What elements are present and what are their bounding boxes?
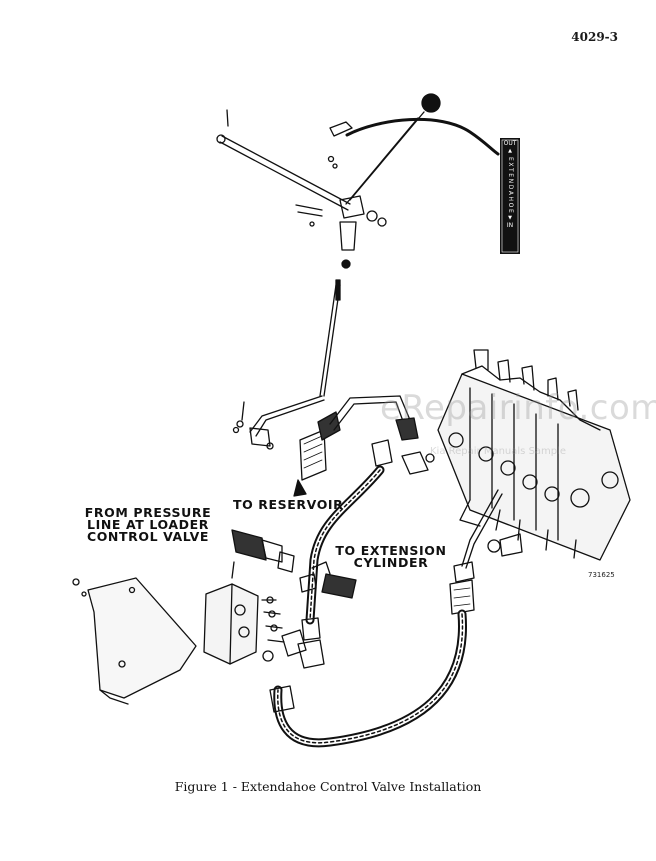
lever-rod-cable	[345, 117, 500, 156]
reservoir-tube	[329, 395, 411, 431]
pressure-line-fitting	[231, 529, 267, 561]
decal-out-label: OUT	[503, 140, 517, 147]
mounting-bracket	[87, 577, 197, 699]
watermark-subtitle: Kia Repair Manuals Sample	[430, 446, 567, 457]
callout-pressure-line: FROM PRESSURE LINE AT LOADER CONTROL VAL…	[82, 505, 214, 544]
control-lever	[345, 111, 425, 205]
watermark: eRepairinfo.com	[380, 388, 656, 428]
callout-cylinder-line-2: CYLINDER	[353, 555, 429, 570]
control-rod	[319, 284, 341, 397]
return-tube	[461, 489, 503, 569]
callout-pressure-line-1: FROM PRESSURE	[84, 505, 212, 520]
callout-extension-cylinder: TO EXTENSION CYLINDER	[333, 543, 449, 570]
extendahoe-decal	[500, 138, 520, 254]
callout-cylinder-line-1: TO EXTENSION	[335, 543, 447, 558]
callout-reservoir: TO RESERVOIR	[233, 497, 344, 512]
callout-pressure-line-3: CONTROL VALVE	[86, 529, 210, 544]
clevis	[339, 221, 357, 251]
extendahoe-valve	[203, 561, 259, 665]
lever-knob	[421, 93, 441, 113]
decal-in-label: IN	[506, 222, 514, 230]
figure-caption: Figure 1 - Extendahoe Control Valve Inst…	[174, 779, 482, 794]
decal-extendahoe-label: EXTENDAHOE	[506, 157, 514, 215]
reservoir-fitting	[299, 429, 327, 481]
loader-control-valve	[437, 349, 631, 561]
pressure-hose	[273, 609, 467, 748]
pivot-shaft	[219, 135, 351, 211]
page-number: 4029-3	[571, 30, 618, 44]
drawing-reference-number: 731625	[588, 571, 615, 579]
decal-label: OUT ▲ EXTENDAHOE ▼ IN	[503, 140, 517, 230]
callout-pressure-line-2: LINE AT LOADER	[87, 517, 209, 532]
